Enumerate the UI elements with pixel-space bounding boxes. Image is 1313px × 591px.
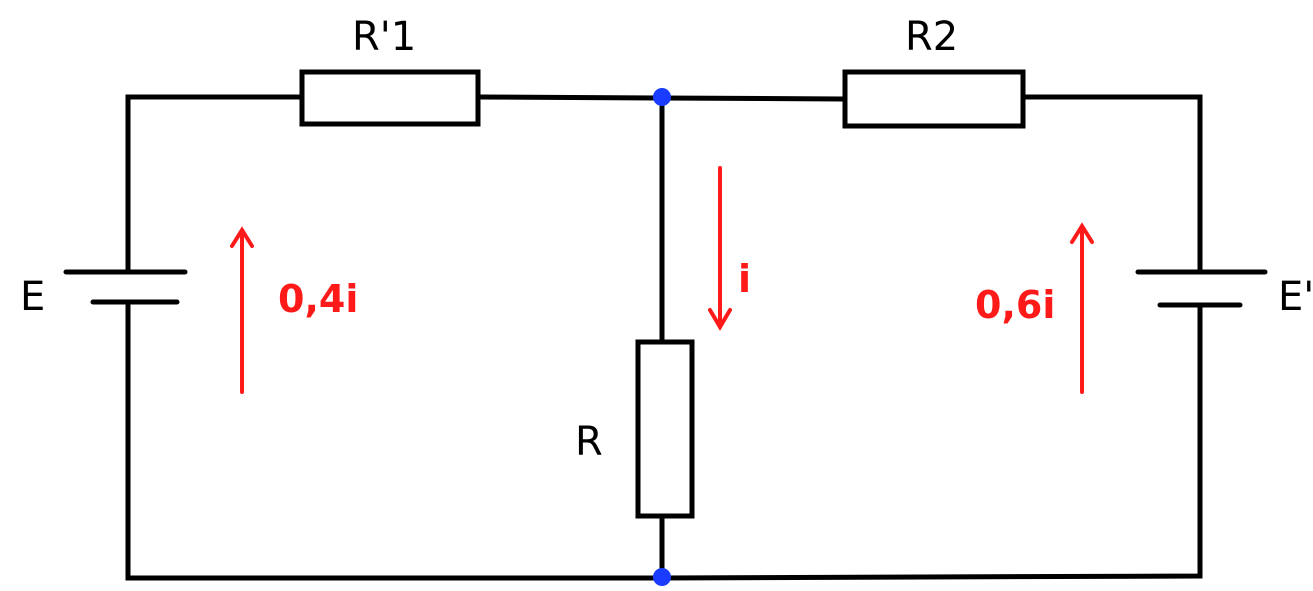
resistor-r-label: R (575, 419, 603, 465)
battery-right (1135, 269, 1268, 308)
resistor-r (635, 339, 695, 519)
current-left-label: 0,4i (278, 277, 358, 321)
resistor-r2 (842, 69, 1026, 129)
resistor-r1 (299, 69, 481, 127)
node-top (653, 88, 671, 106)
current-arrow-left (230, 226, 254, 394)
battery-left (63, 269, 188, 305)
current-arrow-right (1070, 222, 1094, 394)
source-right-label: E' (1278, 274, 1313, 320)
current-middle-label: i (738, 257, 751, 301)
resistor-r1-label: R'1 (352, 14, 416, 60)
resistor-r2-label: R2 (905, 14, 958, 60)
wire-left-top (125, 94, 303, 275)
node-bottom (653, 568, 671, 586)
wires (125, 94, 1203, 581)
current-arrow-middle (708, 166, 732, 331)
wire-right-top (1020, 94, 1203, 275)
current-right-label: 0,6i (975, 283, 1055, 327)
source-left-label: E (20, 274, 45, 320)
